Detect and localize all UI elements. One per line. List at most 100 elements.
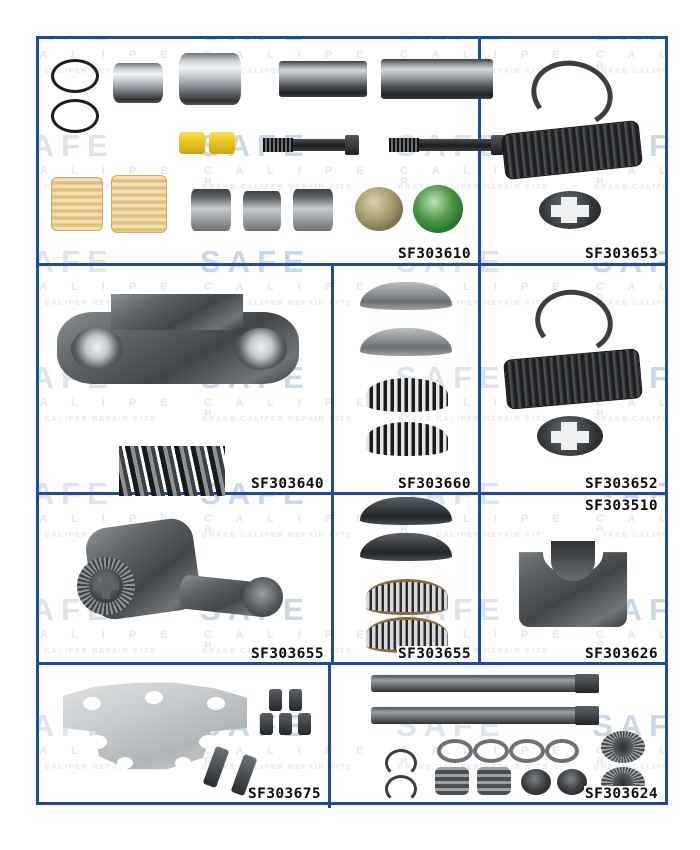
o-ring-seal <box>51 99 99 133</box>
bellows-boot <box>503 348 643 410</box>
cell-sf303652[interactable]: SF303652 <box>481 266 665 495</box>
washer <box>437 739 473 763</box>
bolt-thread <box>263 138 293 152</box>
needle-roller-cage <box>366 422 448 456</box>
washer <box>545 739 579 763</box>
grid-rule-v-r3a <box>331 492 334 665</box>
watermark-tagline: BRAKE CALIPER REPAIR KITS <box>594 182 668 191</box>
cell-sf303655-left[interactable]: SF303655 <box>39 495 331 665</box>
watermark-tagline: BRAKE CALIPER REPAIR KITS <box>398 530 549 539</box>
watermark-tagline: BRAKE CALIPER REPAIR KITS <box>202 298 353 307</box>
watermark-subtitle: C A L I P E R <box>36 281 178 293</box>
watermark-subtitle: C A L I P E R <box>596 49 668 72</box>
adjuster-spindle <box>371 675 581 692</box>
part-code: SF303640 <box>249 476 325 492</box>
cell-sf303675[interactable]: SF303675 <box>39 665 328 805</box>
watermark-brand: SAFE <box>200 244 311 279</box>
watermark-tagline: BRAKE CALIPER REPAIR KITS <box>398 646 549 655</box>
watermark-subtitle: C A L I P E R <box>36 513 167 525</box>
cell-sf303660[interactable]: SF303660 <box>334 266 478 495</box>
part-code-top: SF303510 <box>583 498 659 514</box>
watermark-tagline: BRAKE CALIPER REPAIR KITS <box>36 762 155 771</box>
part-code: SF303652 <box>583 476 659 492</box>
watermark-tagline: BRAKE CALIPER REPAIR KITS <box>594 762 668 771</box>
o-ring-seal <box>51 59 99 93</box>
sealing-cap-green <box>413 185 463 233</box>
lever-eye <box>243 577 283 617</box>
gasket-hole <box>175 757 191 769</box>
gasket-hole <box>207 697 225 710</box>
piston-long <box>381 59 493 99</box>
bushing <box>243 191 281 231</box>
watermark-tagline: BRAKE CALIPER REPAIR KITS <box>398 182 549 191</box>
watermark-brand: SAFE <box>36 244 115 279</box>
gasket-hole <box>117 757 133 769</box>
gasket-hole <box>83 697 101 710</box>
part-code: SF303610 <box>396 246 472 262</box>
watermark-tagline: BRAKE CALIPER REPAIR KITS <box>202 182 353 191</box>
part-code: SF303660 <box>396 476 472 492</box>
cell-sf303640[interactable]: SF303640 <box>39 266 331 496</box>
piston-cap-small <box>113 63 163 103</box>
bolt-thread <box>389 138 419 152</box>
cell-sf303624[interactable]: SF303624 <box>331 665 665 805</box>
watermark-subtitle: C A L I P E R <box>204 629 374 652</box>
watermark-subtitle: C A L I P E R <box>204 513 374 536</box>
grid-rule-v-r4 <box>328 662 331 808</box>
watermark-tagline: BRAKE CALIPER REPAIR KITS <box>398 414 549 423</box>
piston-cap-large <box>179 53 241 105</box>
cell-sf303653[interactable]: SF303653 <box>481 39 665 265</box>
cell-sf303626[interactable]: SF303510 SF303626 <box>481 495 665 665</box>
dust-boot <box>111 175 167 233</box>
bearing-shell-grey <box>360 328 452 356</box>
needle-roller-cage-bronze <box>366 579 448 615</box>
cell-sf303610[interactable]: SF303610 <box>39 39 505 265</box>
bore-left <box>71 328 123 370</box>
gear-hub <box>613 737 633 757</box>
bushing <box>191 189 231 231</box>
watermark-subtitle: C A L I P E R <box>36 165 178 177</box>
saddle-inner-face <box>551 541 595 581</box>
cell-sf303655-mid[interactable]: SF303655 <box>334 495 478 665</box>
snap-ring-small <box>385 749 417 777</box>
watermark-tagline: BRAKE CALIPER REPAIR KITS <box>594 66 668 75</box>
bore-right <box>235 328 287 370</box>
piston-short <box>279 61 367 97</box>
yellow-plug <box>179 132 205 154</box>
watermark-tagline: BRAKE CALIPER REPAIR KITS <box>202 66 353 75</box>
watermark-tagline: BRAKE CALIPER REPAIR KITS <box>594 298 668 307</box>
rubber-plug <box>521 769 551 795</box>
bearing-shell-dark <box>360 497 452 525</box>
grid-rule-h-1 <box>36 263 668 266</box>
watermark-tagline: BRAKE CALIPER REPAIR KITS <box>594 530 668 539</box>
adjuster-spindle <box>371 707 581 724</box>
snap-ring-small <box>385 775 417 803</box>
short-bolt <box>298 713 311 735</box>
grid-rule-v-r2a <box>331 263 334 495</box>
watermark-brand: SAFE <box>592 36 668 45</box>
bolt-head <box>345 135 359 155</box>
watermark-subtitle: C A L I P E R <box>596 281 668 304</box>
part-code: SF303675 <box>246 786 322 802</box>
dust-boot <box>51 177 103 231</box>
bearing-shell-grey <box>360 282 452 310</box>
watermark-tagline: BRAKE CALIPER REPAIR KITS <box>36 414 157 423</box>
watermark-tagline: BRAKE CALIPER REPAIR KITS <box>202 414 353 423</box>
part-code: SF303655 <box>396 646 472 662</box>
watermark-subtitle: C A L I P E R <box>204 397 374 420</box>
compression-spring <box>119 446 225 496</box>
grid-rule-v-r2b <box>478 263 481 495</box>
watermark-brand: SAFE <box>36 128 115 163</box>
watermark-tagline: BRAKE CALIPER REPAIR KITS <box>36 646 157 655</box>
snap-ring <box>530 283 618 361</box>
watermark-subtitle: C A L I P E R <box>36 397 178 409</box>
grid-rule-h-3 <box>36 662 668 665</box>
grid-rule-h-2 <box>36 492 668 495</box>
watermark-subtitle: C A L I P E R <box>204 745 374 768</box>
part-code: SF303655 <box>249 646 325 662</box>
needle-roller-cage <box>366 378 448 412</box>
